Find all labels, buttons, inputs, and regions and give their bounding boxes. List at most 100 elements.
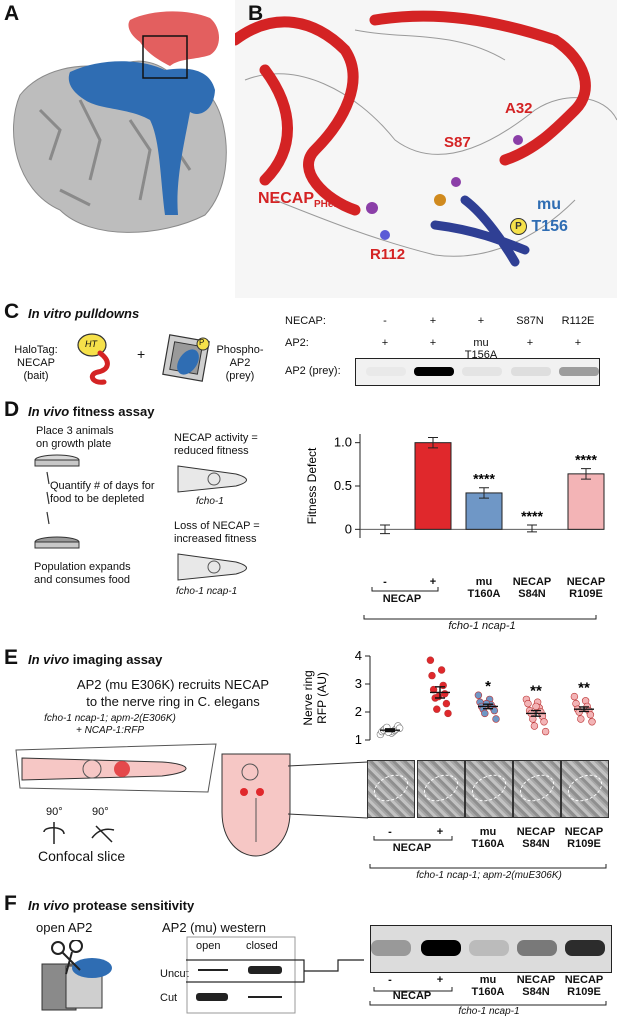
error-bar <box>581 468 591 480</box>
rfp-point <box>433 705 441 713</box>
ap2-value: + <box>381 337 389 349</box>
error-bar <box>479 487 489 499</box>
y-axis-label: Fitness Defect <box>305 447 319 524</box>
mean-sem-bar <box>526 709 546 717</box>
nerve-ring-outline <box>419 769 463 807</box>
fitness-bar <box>567 473 605 530</box>
pulldown-band <box>511 367 551 376</box>
rfp-point <box>588 718 596 726</box>
row-prey-label: AP2 (prey): <box>285 365 341 377</box>
panel-e-title: In vivo imaging assay <box>28 652 163 667</box>
rfp-point <box>530 722 539 730</box>
pulldown-band <box>366 367 406 376</box>
nerve-ring-outline <box>369 769 413 807</box>
necap-value: + <box>477 315 485 327</box>
imaging-genotype: fcho-1 ncap-1; apm-2(E306K) + NCAP-1:RFP <box>44 713 176 736</box>
significance-marker: **** <box>521 508 543 524</box>
necap-value: + <box>429 315 437 327</box>
density-outline <box>244 29 617 257</box>
worm-head-cross-section <box>221 753 291 857</box>
residue-label-s87: S87 <box>444 134 471 151</box>
rfp-point <box>442 699 451 708</box>
necap-value: S87N <box>516 315 544 327</box>
zoom-lines <box>287 761 369 819</box>
necap-group-label: NECAP <box>382 593 422 605</box>
structure-render <box>235 10 617 267</box>
mean-sem-bar <box>430 686 450 699</box>
residue-s87-atom <box>451 177 461 187</box>
panel-label-b: B <box>248 2 264 25</box>
necap-ribbon <box>235 10 591 216</box>
panel-label-a: A <box>4 2 20 25</box>
row-ap2-label: AP2: <box>285 337 309 349</box>
map-blue-density <box>68 61 216 215</box>
imaging-heading: AP2 (mu E306K) recruits NECAP to the ner… <box>76 677 270 709</box>
phospho-p-text: P <box>199 338 205 347</box>
pulldown-blot <box>355 358 600 386</box>
angle-label-1: 90° <box>46 806 63 818</box>
necap-value: R112E <box>561 315 595 327</box>
panel-label-d: D <box>4 398 20 421</box>
error-bar <box>380 524 390 535</box>
residue-r112-atom <box>380 230 390 240</box>
mu-label: mu <box>537 196 561 213</box>
worm-label-fcho1-ncap1: fcho-1 ncap-1 <box>176 586 238 597</box>
necap-phear-label: NECAPPHear <box>258 190 343 211</box>
uncut-label: Uncut <box>160 968 189 980</box>
nerve-ring-thumbnail <box>513 760 561 818</box>
mean-sem-bar <box>574 706 594 713</box>
step-quantify-days: Quantify # of days for food to be deplet… <box>50 480 155 505</box>
row-necap-label: NECAP: <box>285 315 326 327</box>
y-tick-label: 1 <box>355 732 362 747</box>
halotag-necap-icon <box>77 333 110 385</box>
pulldown-band <box>414 367 454 376</box>
rfp-point <box>532 702 540 711</box>
ht-tag-text: HT <box>85 339 97 349</box>
rfp-point <box>481 709 489 718</box>
worm-label-fcho1: fcho-1 <box>196 496 224 507</box>
worm-slice-diagram <box>15 743 217 793</box>
rotation-arrows-icon <box>43 822 115 844</box>
necap-value: - <box>383 315 387 327</box>
condition-label: mu T160A <box>471 974 505 998</box>
nerve-ring-thumbnail <box>417 760 465 818</box>
y-tick-label: 3 <box>355 676 362 691</box>
rfp-point <box>437 666 446 674</box>
rfp-point <box>426 656 435 664</box>
condition-label: mu T160A <box>467 576 501 600</box>
western-band <box>517 940 557 956</box>
phospho-ap2-icon <box>162 334 210 382</box>
prey-label: Phospho- AP2 (prey) <box>216 344 264 382</box>
necap-group-label: NECAP <box>392 990 432 1002</box>
bait-label: HaloTag: NECAP (bait) <box>14 344 58 382</box>
genotype-label: fcho-1 ncap-1 <box>458 1006 520 1017</box>
nerve-ring-thumbnail <box>367 760 415 818</box>
panel-c-title: In vitro pulldowns <box>28 306 140 321</box>
genotype-label: fcho-1 ncap-1; apm-2(muE306K) <box>416 870 562 881</box>
rfp-point <box>524 699 532 708</box>
residue-label-r112: R112 <box>370 246 406 263</box>
rfp-point <box>439 681 447 690</box>
error-bar <box>428 436 438 449</box>
necap-activity-text: NECAP activity = reduced fitness <box>174 432 258 457</box>
angle-label-2: 90° <box>92 806 109 818</box>
significance-marker: ** <box>578 680 590 697</box>
condition-label: - <box>388 826 392 838</box>
rfp-point <box>586 711 595 719</box>
t156-label: P T156 <box>510 218 568 236</box>
condition-label: NECAP S84N <box>516 974 556 998</box>
worm-head-icon <box>177 553 247 581</box>
open-ap2-label: open AP2 <box>36 920 93 935</box>
panel-d-title: In vivo fitness assay <box>28 404 155 419</box>
necap-group-label: NECAP <box>392 842 432 854</box>
worm-head-icon <box>177 465 247 493</box>
map-gray-texture <box>38 99 192 207</box>
y-axis-label: RFP (AU) <box>315 672 329 724</box>
y-axis-label: Nerve ring <box>301 670 315 725</box>
mean-sem-bar <box>478 703 498 710</box>
y-tick-label: 0.5 <box>334 478 352 493</box>
y-tick-label: 1.0 <box>334 435 352 450</box>
significance-marker: ** <box>530 682 542 699</box>
condition-label: + <box>436 826 444 838</box>
rfp-point <box>441 690 449 698</box>
